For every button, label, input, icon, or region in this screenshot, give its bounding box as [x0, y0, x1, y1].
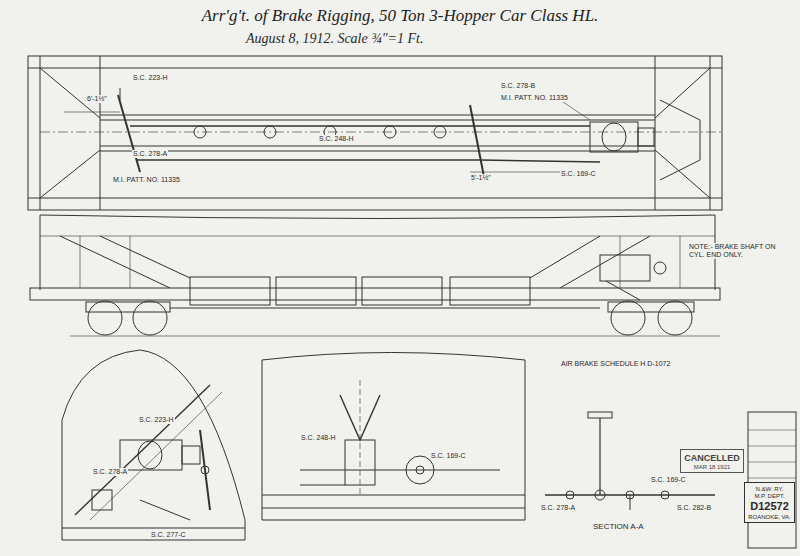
drawing-number: D12572 — [745, 500, 794, 513]
part-label: S.C. 248-H — [300, 434, 337, 442]
part-label: 6'-1½" — [86, 95, 108, 103]
cross-section — [262, 353, 525, 521]
cancelled-stamp: CANCELLEDMAR 18 1921 — [680, 449, 744, 473]
title-wrap: Arr'g't. of Brake Rigging, 50 Ton 3-Hopp… — [0, 6, 800, 26]
part-label: S.C. 223-H — [138, 416, 175, 424]
part-label: S.C. 223-H — [132, 74, 169, 82]
part-label: S.C. 169-C — [650, 476, 687, 484]
part-label: S.C. 278-A — [132, 150, 168, 158]
part-label: S.C. 282-B — [676, 504, 712, 512]
plan-view — [28, 56, 722, 210]
stamp-date: MAR 18 1921 — [681, 464, 743, 471]
part-label: SECTION A-A — [592, 522, 645, 531]
part-label: M.I. PATT. NO. 11335 — [112, 176, 181, 184]
part-label: S.C. 278-A — [540, 504, 576, 512]
cancelled-stamp-text: CANCELLED — [681, 453, 743, 464]
drawing-title: Arr'g't. of Brake Rigging, 50 Ton 3-Hopp… — [199, 6, 602, 25]
part-label: S.C. 277-C — [150, 531, 187, 539]
part-label: S.C. 278-A — [92, 468, 128, 476]
part-label: AIR BRAKE SCHEDULE H D-1072 — [560, 360, 671, 368]
side-elevation — [30, 215, 720, 336]
part-label: S.C. 169-C — [560, 170, 597, 178]
part-label: S.C. 169-C — [430, 452, 467, 460]
part-label: S.C. 248-H — [318, 135, 355, 143]
part-label: NOTE:- BRAKE SHAFT ON CYL. END ONLY. — [688, 243, 794, 259]
part-label: S.C. 278-B — [500, 82, 536, 90]
city: ROANOKE, VA. — [745, 514, 794, 521]
title-block-frame — [748, 412, 796, 548]
part-label: 5'-1½" — [470, 174, 492, 182]
end-section — [62, 350, 245, 540]
department: M.P. DEPT. — [745, 493, 794, 500]
title-block: N.&W. RY.M.P. DEPT.D12572ROANOKE, VA. — [744, 482, 795, 523]
railway-name: N.&W. RY. — [745, 486, 794, 493]
date-scale-note: August 8, 1912. Scale ¾"=1 Ft. — [245, 31, 424, 47]
part-label: M.I. PATT. NO. 11335 — [500, 94, 569, 102]
